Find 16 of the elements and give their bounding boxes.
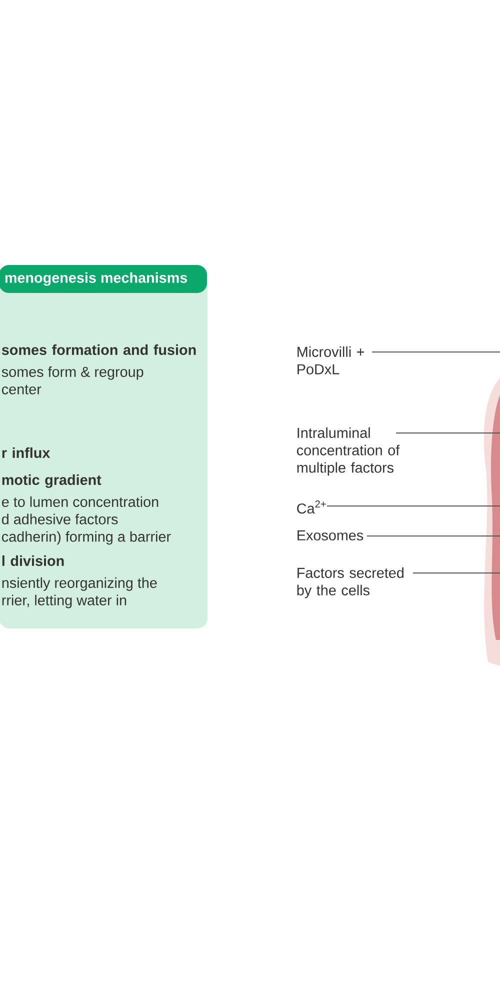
callout-label: Intraluminal concentration of multiple factors bbox=[297, 427, 400, 476]
callout-label: Ca$^{2+}$ bbox=[297, 500, 326, 514]
leader-line bbox=[412, 572, 500, 574]
cell-drawing bbox=[484, 378, 500, 666]
description-text: e to lumen concentration d adhesive factors cadherin) forming a barrier bbox=[2, 496, 171, 545]
section-heading: l division bbox=[2, 555, 64, 566]
section-heading: r influx bbox=[2, 447, 50, 458]
section-heading: somes formation and fusion bbox=[2, 344, 196, 355]
callout-label: Microvilli + PoDxL bbox=[298, 346, 364, 374]
heading-bar: menogenesis mechanisms bbox=[0, 265, 207, 293]
callout-label: Factors secreted by the cells bbox=[297, 567, 404, 598]
description-text: somes form & regroup center bbox=[2, 366, 144, 394]
leader-line bbox=[396, 432, 500, 434]
section-heading: motic gradient bbox=[2, 474, 102, 488]
callout-label: Exosomes bbox=[298, 530, 364, 540]
description-text: nsiently reorganizing the rrier, letting water in bbox=[2, 577, 157, 608]
